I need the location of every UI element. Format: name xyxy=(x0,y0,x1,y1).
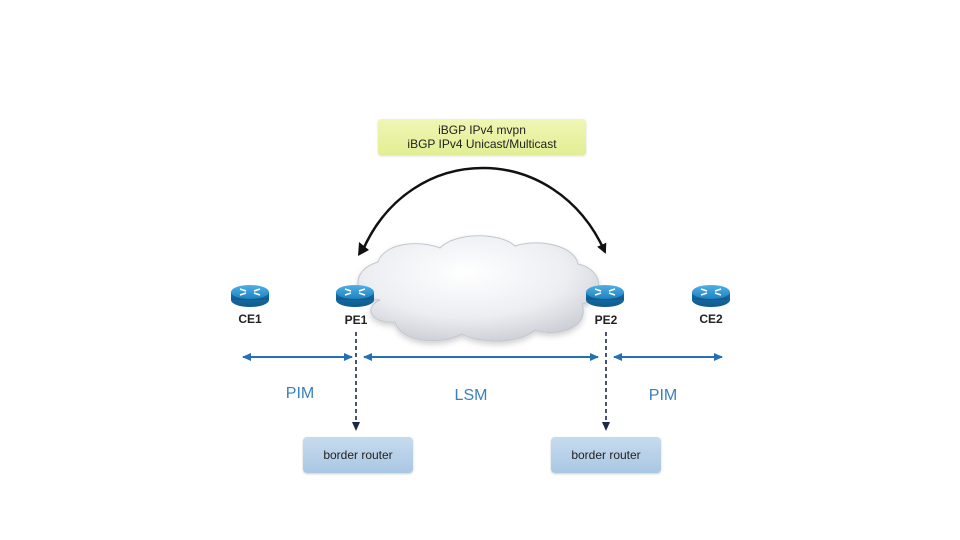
router-icon xyxy=(692,285,730,307)
ibgp-arrowhead-left xyxy=(358,242,369,256)
border-router-left: border router xyxy=(303,437,413,473)
ce1-label: CE1 xyxy=(238,312,262,326)
cloud-icon xyxy=(357,235,600,342)
ce2-label: CE2 xyxy=(699,312,723,326)
router-icon xyxy=(336,285,374,307)
pe2-label: PE2 xyxy=(594,313,618,327)
border-router-right-label: border router xyxy=(571,448,641,462)
border-router-left-label: border router xyxy=(323,448,393,462)
pim-left-label: PIM xyxy=(285,385,315,402)
pe1-label: PE1 xyxy=(344,313,368,327)
router-icon xyxy=(586,285,624,307)
ibgp-session-arrow xyxy=(360,166,607,254)
router-icon xyxy=(231,285,269,307)
lsm-label: LSM xyxy=(454,387,488,404)
ibgp-label-box: iBGP IPv4 mvpn iBGP IPv4 Unicast/Multica… xyxy=(378,119,586,155)
pim-right-label: PIM xyxy=(648,387,678,404)
border-router-right: border router xyxy=(551,437,661,473)
ibgp-mvpn-label: iBGP IPv4 mvpn xyxy=(438,123,526,137)
ibgp-unicast-label: iBGP IPv4 Unicast/Multicast xyxy=(407,137,557,151)
